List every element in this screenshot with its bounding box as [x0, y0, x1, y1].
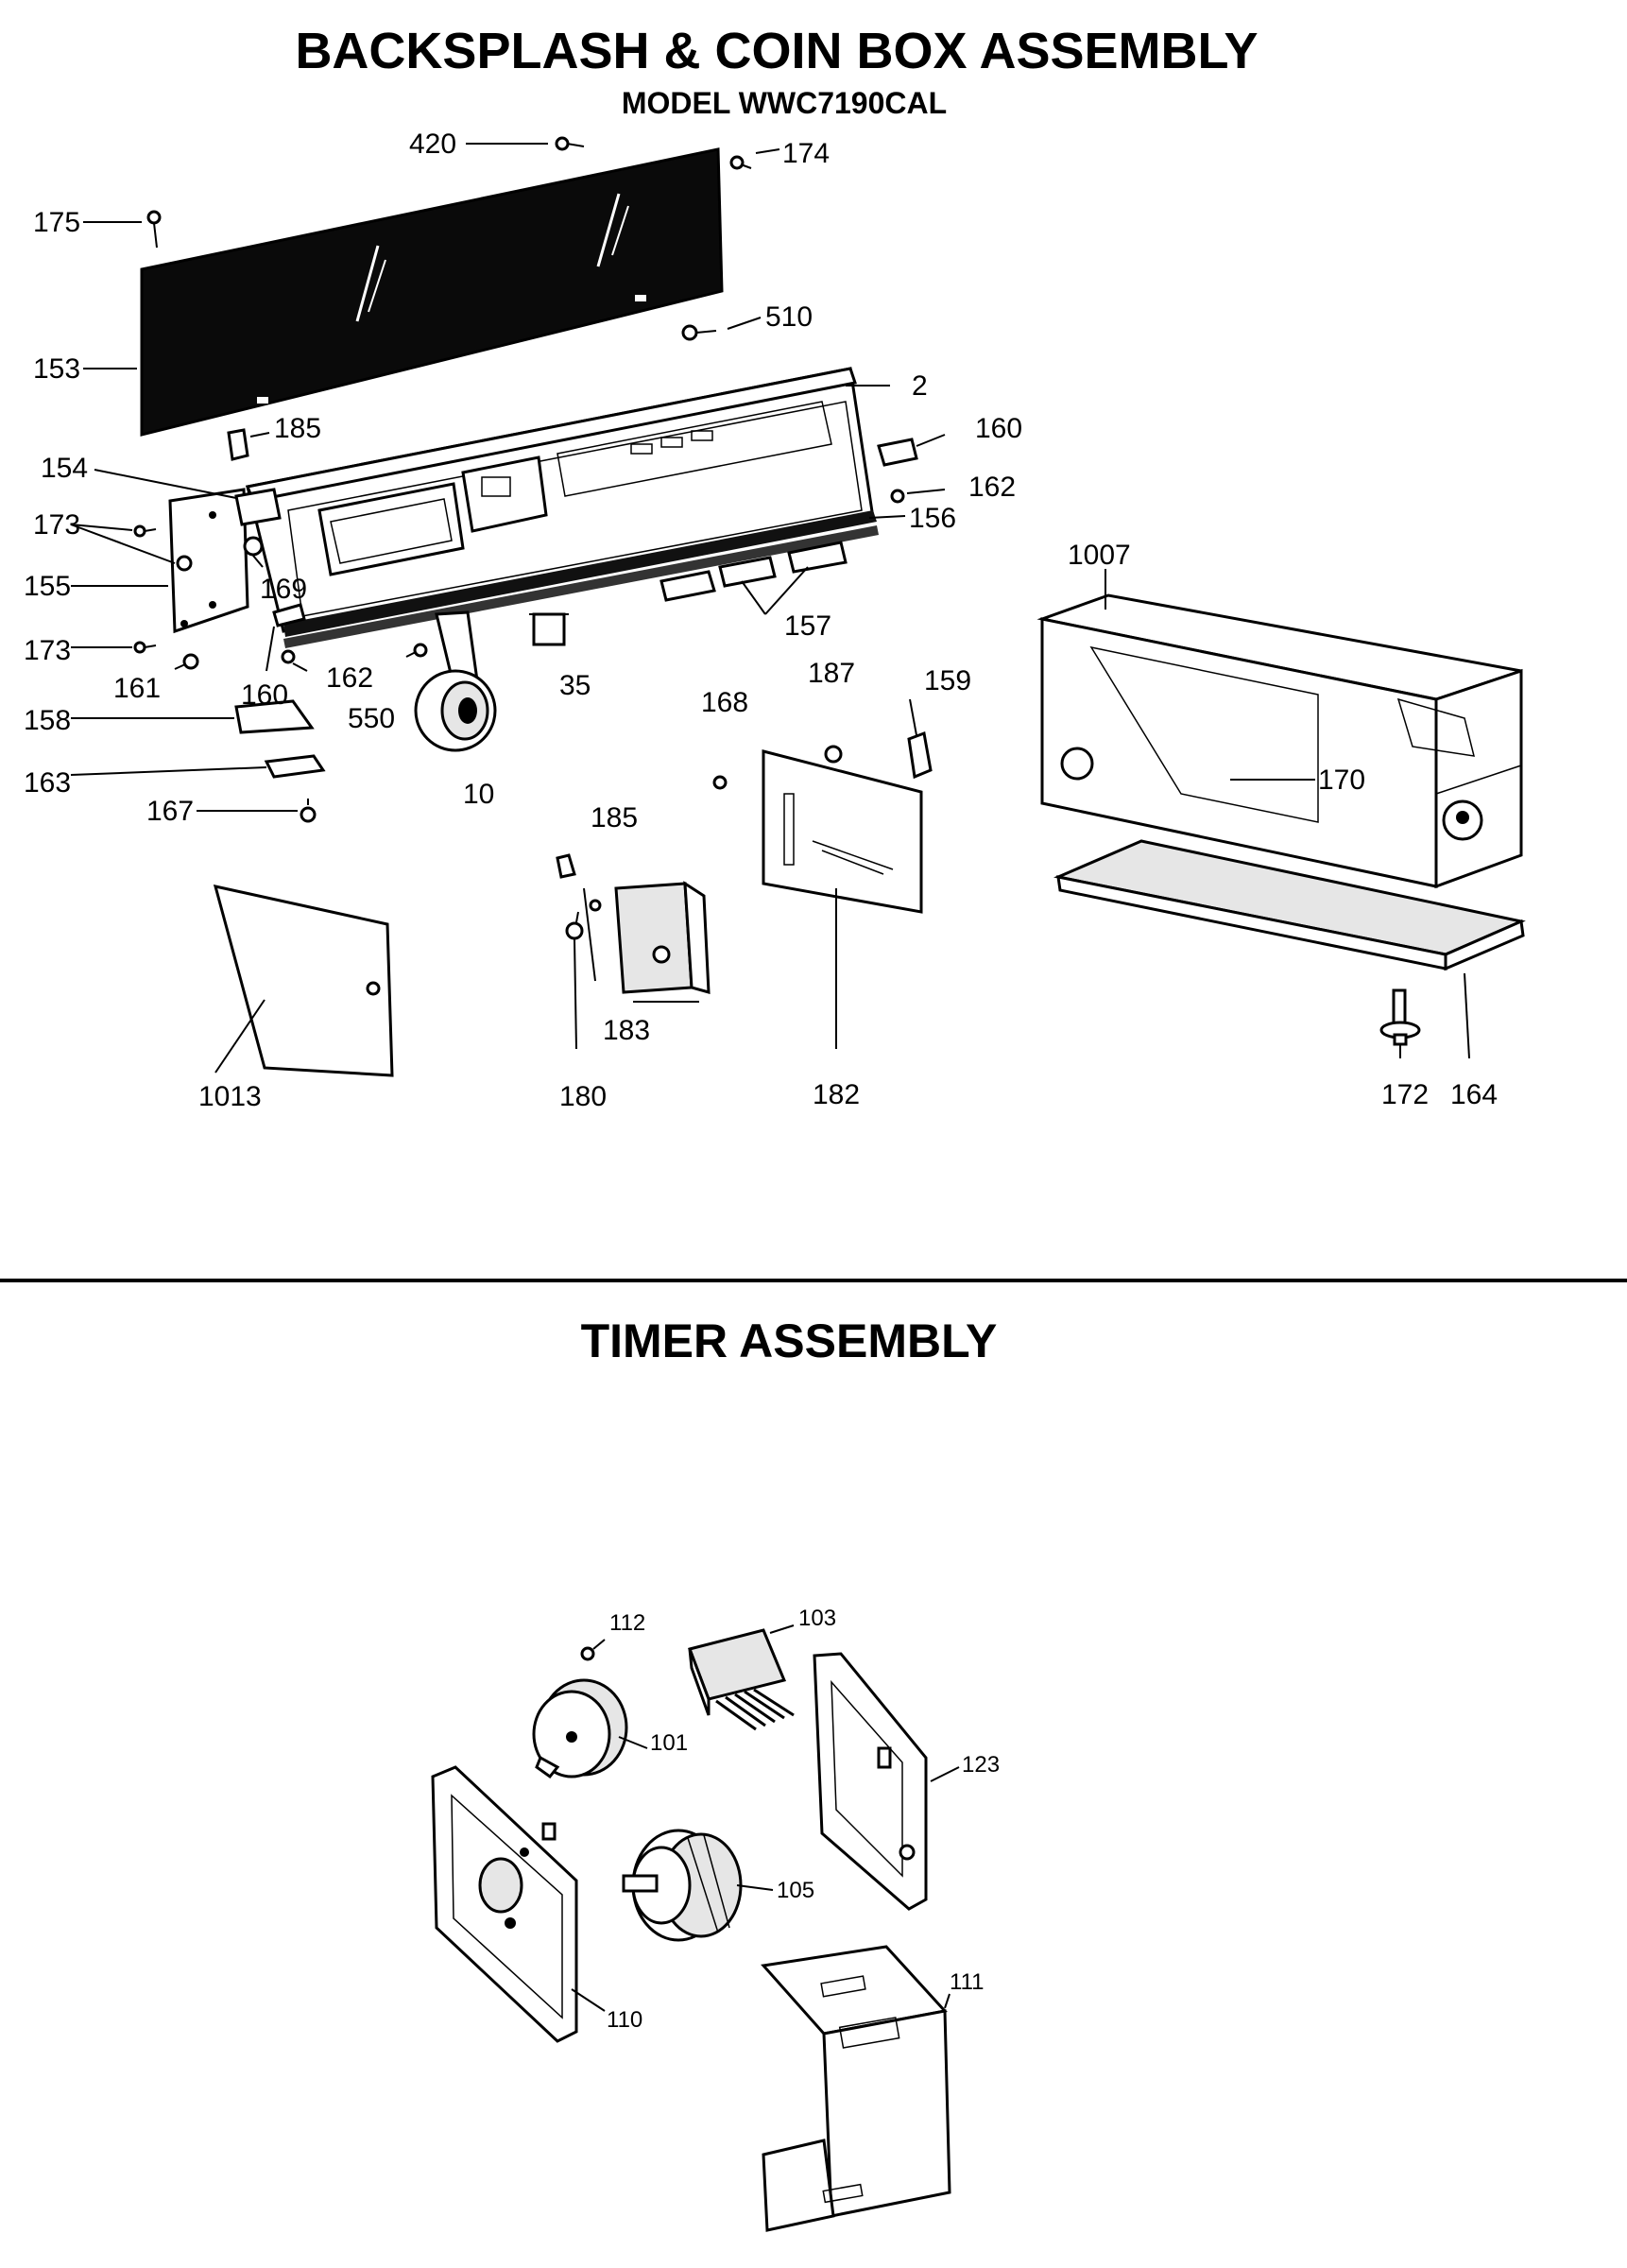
bracket-158 [234, 699, 315, 734]
callout-123: 123 [962, 1752, 1000, 1778]
board-182 [762, 749, 923, 914]
main-title: BACKSPLASH & COIN BOX ASSEMBLY [295, 23, 1258, 79]
callout-180: 180 [559, 1081, 607, 1112]
screw-112 [580, 1646, 595, 1661]
backsplash-console-2 [245, 367, 879, 648]
screw-175 [146, 210, 162, 249]
callout-169: 169 [260, 574, 307, 605]
screw-183 [589, 899, 602, 912]
callout-101: 101 [650, 1730, 688, 1756]
callout-550: 550 [348, 703, 395, 734]
callout-153: 153 [33, 353, 80, 385]
screw-550 [405, 643, 428, 658]
cam-105 [622, 1829, 743, 1942]
screw-510 [681, 324, 717, 341]
callout-167: 167 [146, 796, 194, 827]
callout-164: 164 [1450, 1079, 1498, 1110]
callout-173-bottom: 173 [24, 635, 71, 666]
callout-182: 182 [813, 1079, 860, 1110]
callout-162-left: 162 [326, 662, 373, 694]
knob-160-left [272, 603, 306, 627]
callout-168: 168 [701, 687, 748, 718]
callout-35: 35 [559, 670, 591, 701]
bracket-123 [813, 1652, 928, 1911]
clip-159 [907, 730, 933, 780]
callout-155: 155 [24, 571, 71, 602]
callout-161: 161 [113, 673, 161, 704]
switches-157 [659, 541, 848, 602]
end-cap-155 [168, 488, 249, 634]
callout-173-top: 173 [33, 509, 80, 541]
screw-174 [729, 155, 752, 170]
grommet-169 [243, 536, 264, 557]
timer-motor-101 [532, 1678, 628, 1779]
callout-170: 170 [1318, 765, 1365, 796]
pressure-switch-10 [414, 610, 497, 752]
screw-180 [565, 911, 584, 940]
timer-motor [614, 881, 711, 1003]
callout-160-right: 160 [975, 413, 1022, 444]
callout-158: 158 [24, 705, 71, 736]
screw-167 [300, 799, 317, 823]
timer-base-110 [431, 1765, 578, 2043]
callout-110: 110 [607, 2007, 642, 2033]
callout-185-lower: 185 [591, 802, 638, 833]
model-subtitle: MODEL WWC7190CAL [622, 86, 947, 120]
callout-1013: 1013 [198, 1081, 262, 1112]
callout-10: 10 [463, 779, 494, 810]
callout-510: 510 [765, 301, 813, 333]
nut-162-left [281, 649, 296, 664]
screw-161 [174, 653, 199, 670]
panel-1013 [213, 885, 394, 1077]
clip-185-lower [556, 853, 576, 879]
callout-159: 159 [924, 665, 971, 696]
callout-175: 175 [33, 207, 80, 238]
callout-105: 105 [777, 1878, 814, 1903]
callout-160-left: 160 [241, 679, 288, 711]
cover-111 [761, 1945, 951, 2232]
callout-1007: 1007 [1068, 540, 1131, 571]
pad-163 [264, 754, 326, 779]
bracket-154 [234, 488, 282, 526]
callout-162-right: 162 [968, 472, 1016, 503]
callout-154: 154 [41, 453, 88, 484]
callout-174: 174 [782, 138, 830, 169]
callout-2: 2 [912, 370, 928, 402]
callout-111: 111 [950, 1969, 984, 1995]
nut-162-right [890, 489, 905, 504]
callout-183: 183 [603, 1015, 650, 1046]
switch-35 [529, 612, 569, 646]
clip-185-top [227, 428, 249, 461]
knob-160-right [877, 438, 918, 467]
callout-112: 112 [609, 1610, 645, 1636]
screw-168 [712, 775, 728, 790]
timer-title: TIMER ASSEMBLY [581, 1314, 998, 1367]
screw-187 [824, 745, 843, 764]
base-164 [1053, 839, 1526, 971]
screws-173 [133, 524, 193, 654]
callout-103: 103 [798, 1606, 836, 1631]
glass-panel-153 [140, 147, 724, 437]
callout-172: 172 [1381, 1079, 1429, 1110]
callout-157: 157 [784, 610, 831, 642]
callout-420: 420 [409, 129, 456, 160]
leader-lines [70, 143, 1470, 1074]
callouts-backsplash: 420 174 175 510 153 2 185 160 154 162 15… [24, 129, 1498, 1112]
callout-185-top: 185 [274, 413, 321, 444]
callouts-timer: 112 103 101 123 105 110 111 [607, 1606, 1000, 2033]
coin-box-1007 [1036, 593, 1523, 889]
screw-420 [555, 136, 585, 151]
connector-103 [688, 1628, 795, 1731]
callout-163: 163 [24, 767, 71, 799]
foot-172 [1379, 988, 1421, 1046]
callout-156: 156 [909, 503, 956, 534]
callout-187: 187 [808, 658, 855, 689]
